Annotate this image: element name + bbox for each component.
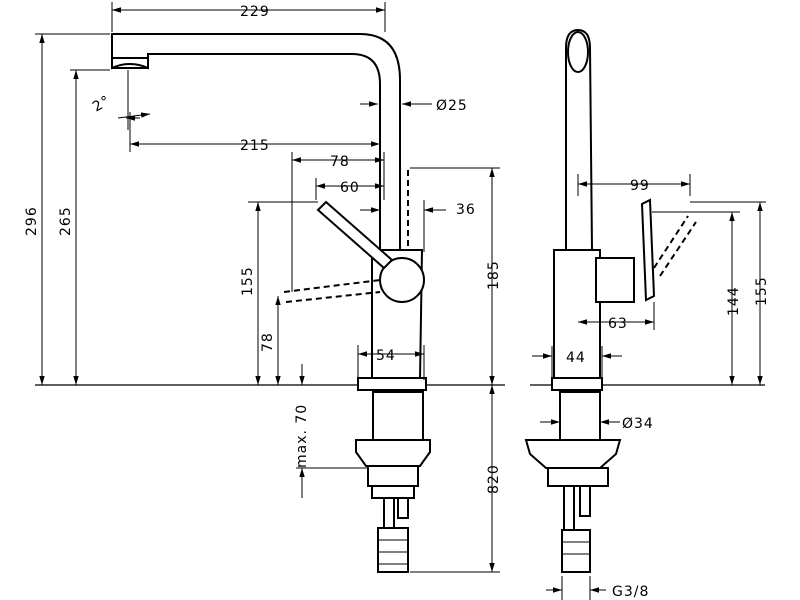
lever-alt-position [283,279,381,303]
dim-185-label: 185 [486,260,502,290]
dim-34-label: Ø34 [622,416,654,432]
dim-78v-label: 78 [260,332,276,352]
dim-78-label: 78 [330,154,350,170]
side-shank [559,391,601,441]
dim-265-label: 265 [58,206,74,236]
dim-229-label: 229 [240,4,270,20]
side-base-ring [551,377,603,391]
spout-aerator [111,57,149,70]
dim-155r-label: 155 [754,276,770,306]
hose-fitting [377,527,409,573]
hose-2 [397,497,409,519]
side-spout [565,28,594,251]
handle-knob [379,257,425,303]
dim-25-label: Ø25 [436,98,468,114]
hose-1 [383,497,395,529]
shank [372,391,424,441]
side-fitting [561,529,591,573]
dim-g38-label: G3/8 [612,584,649,600]
dim-820-label: 820 [486,464,502,494]
dim-60-label: 60 [340,180,360,196]
side-nut [524,439,622,469]
side-lever-alt [653,215,697,277]
thread [367,465,419,487]
dim-144-label: 144 [726,286,742,316]
clamp [371,485,415,499]
side-lever [640,198,656,302]
dim-99-label: 99 [630,178,650,194]
dim-296-label: 296 [24,206,40,236]
dim-36-label: 36 [456,202,476,218]
side-hose-1 [563,485,575,533]
base-ring [357,377,427,391]
dim-max70-label: max. 70 [294,404,310,468]
side-spout-top [567,31,589,73]
mounting-nut [355,439,431,467]
lever [316,200,394,270]
dim-44-label: 44 [566,350,586,366]
front-view: 229 215 Ø25 78 60 36 2° 296 265 155 78 1… [24,2,765,573]
dim-215-label: 215 [240,138,270,154]
side-view: 99 144 155 63 44 Ø34 G3/8 [524,28,770,600]
dim-155-label: 155 [240,266,256,296]
side-hose-2 [579,485,591,517]
dim-54-label: 54 [376,348,396,364]
side-thread [547,467,609,487]
side-handle-box [595,257,635,303]
dim-63-label: 63 [608,316,628,332]
spout [111,33,401,251]
side-body [553,249,601,381]
dim-2deg-label: 2° [90,93,114,116]
